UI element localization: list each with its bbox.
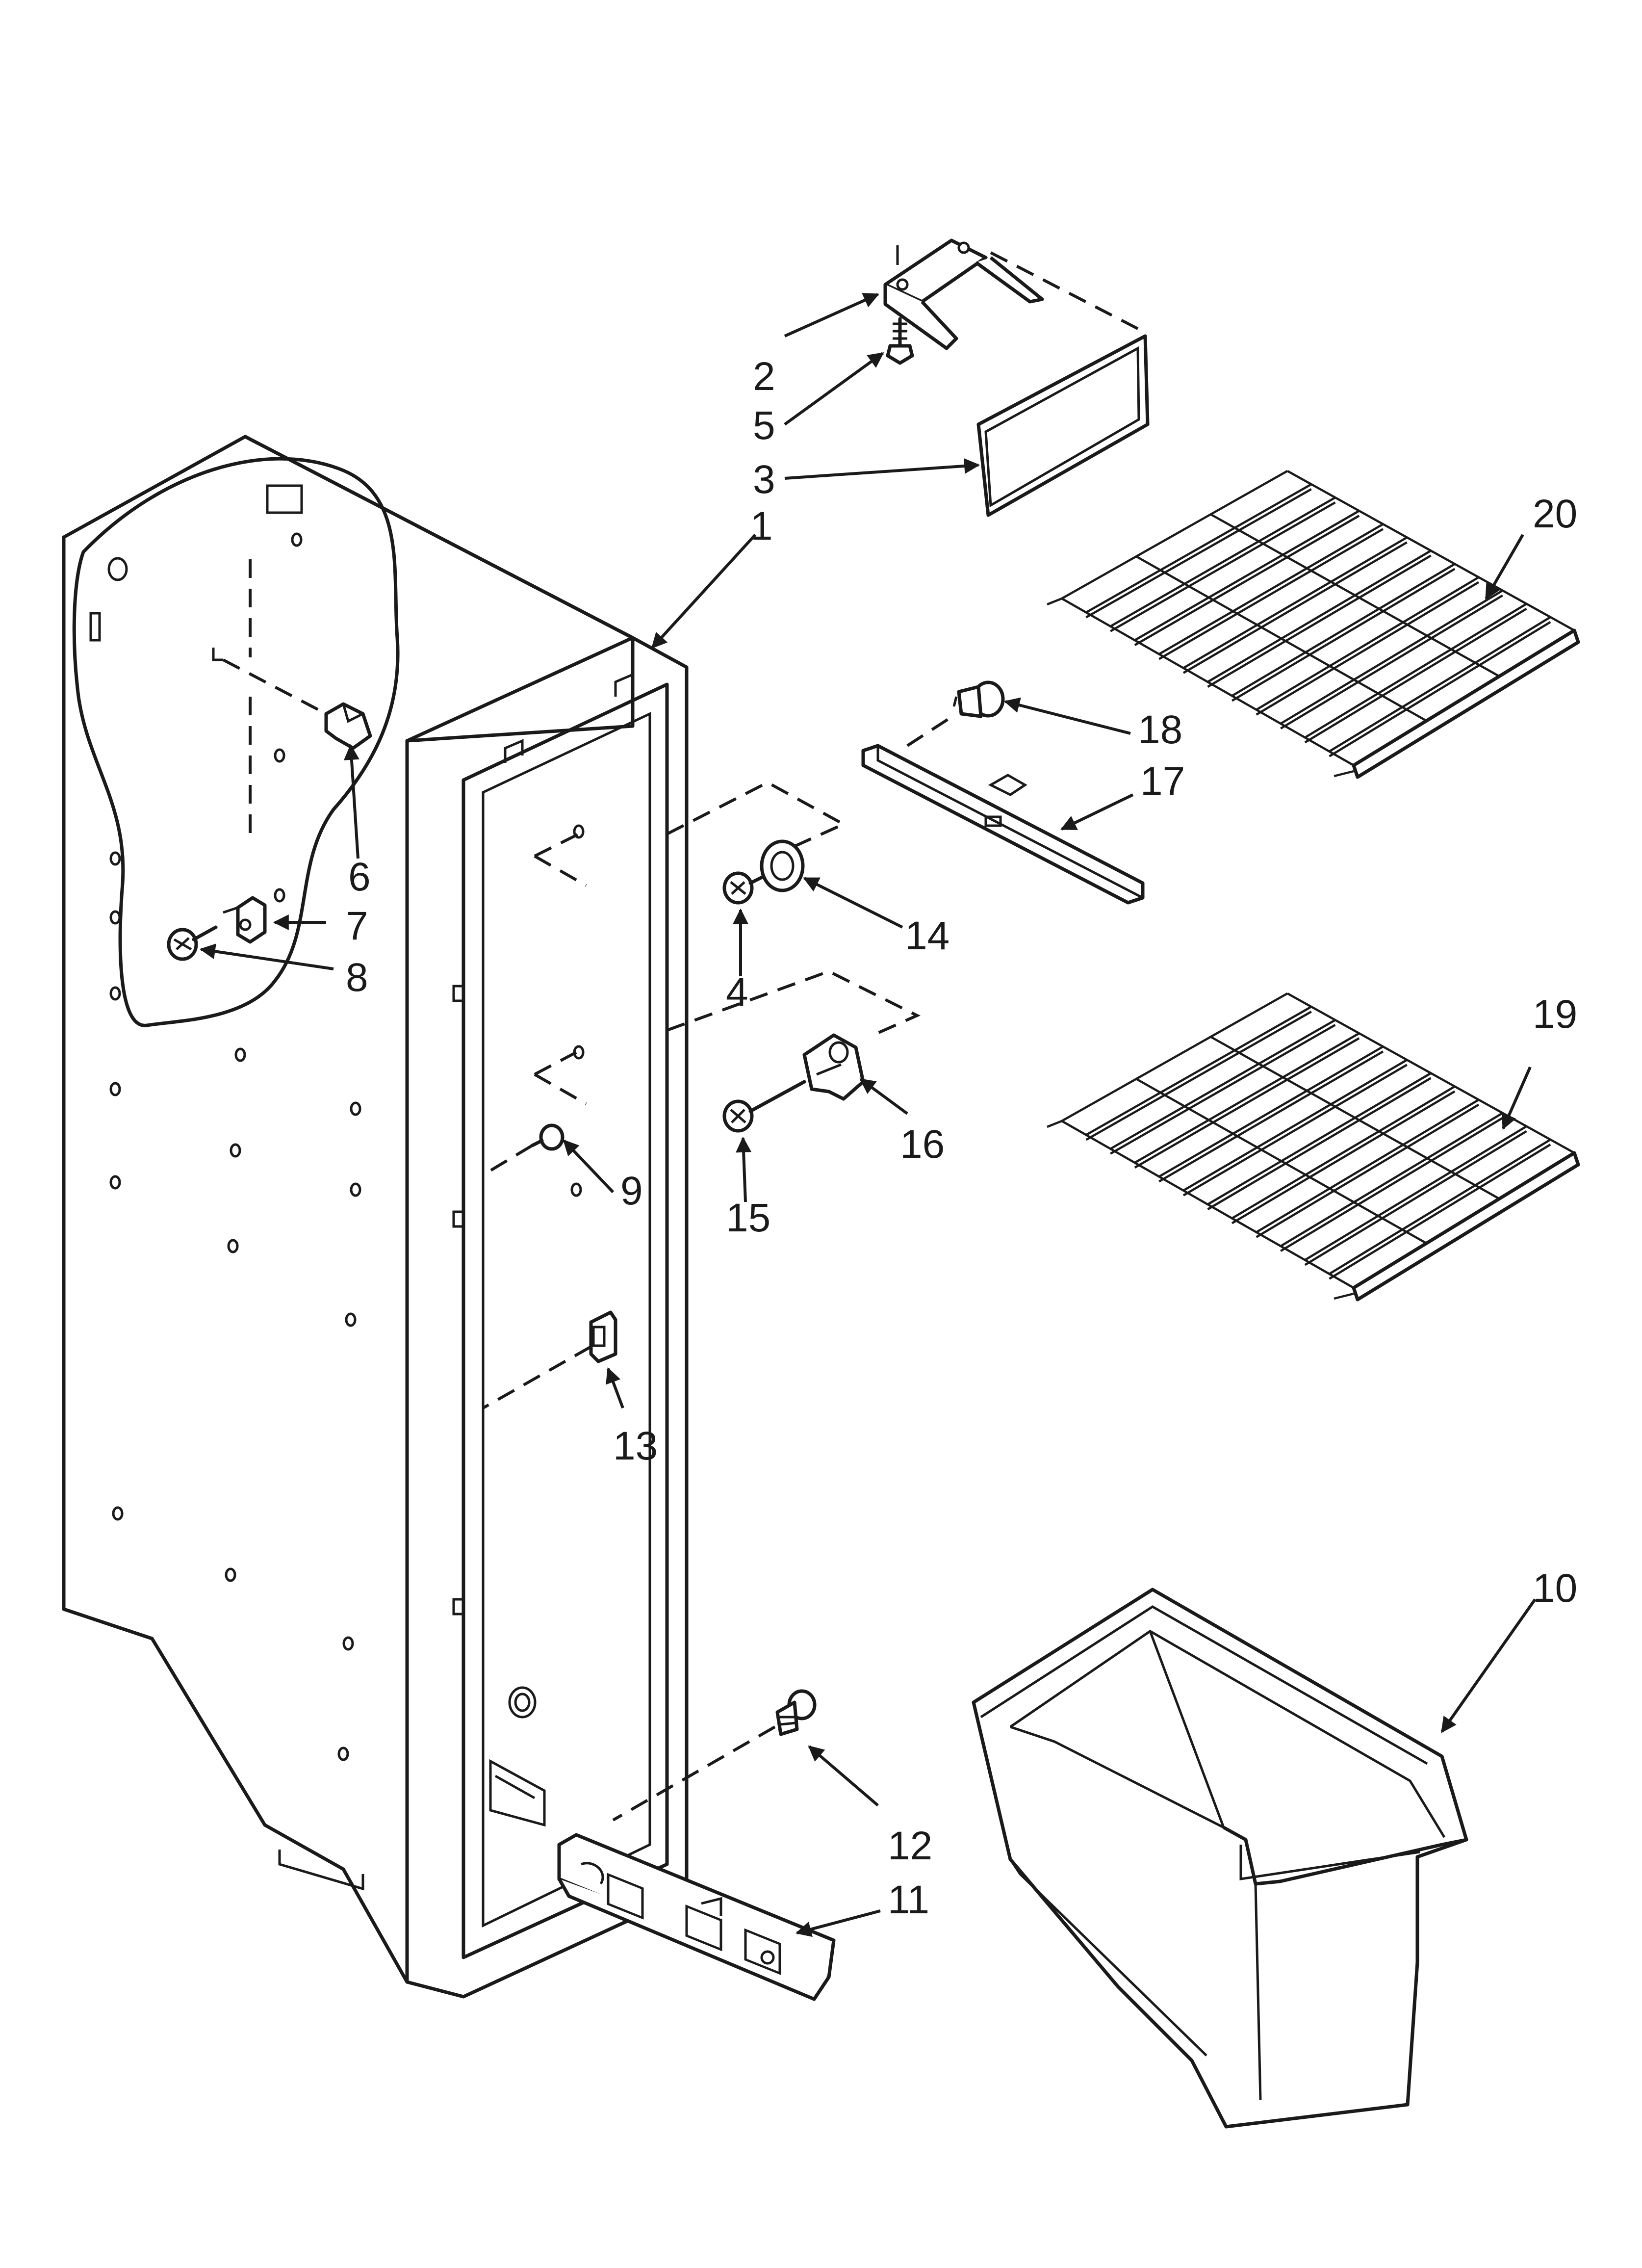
- callout-11: 11: [888, 1877, 929, 1922]
- part-12-screw: [612, 1689, 817, 1822]
- part-15-screw: [722, 1080, 806, 1133]
- part-9-stud: [482, 1123, 564, 1176]
- callout-18: 18: [1138, 707, 1182, 752]
- callout-17: 17: [1140, 759, 1185, 804]
- part-2-shelf-support: [883, 238, 1139, 350]
- callout-3: 3: [753, 457, 775, 502]
- part-8-screw: [167, 925, 218, 961]
- part-17-rail: [861, 712, 1145, 905]
- callout-5: 5: [753, 403, 775, 448]
- callout-12: 12: [888, 1824, 932, 1868]
- part-4-screw: [722, 871, 772, 905]
- part-5-screw: [886, 317, 914, 365]
- callout-2: 2: [753, 354, 775, 399]
- part-16-guide: [802, 1033, 865, 1101]
- callout-6: 6: [348, 855, 371, 899]
- leader-lines: [199, 293, 1537, 1937]
- cabinet-liner: [62, 435, 689, 1999]
- callout-10: 10: [1533, 1566, 1577, 1611]
- callout-7: 7: [346, 904, 368, 948]
- part-3-shelf-frame: [976, 334, 1150, 517]
- callout-16: 16: [900, 1122, 945, 1167]
- callout-1: 1: [750, 504, 773, 548]
- callout-labels: 1 2 5 3 20 18 17 6 7 8 14 4 19 16 9 15 1…: [346, 354, 1577, 1922]
- cabinet-holes: [109, 532, 585, 1761]
- mounting-guides: [534, 781, 921, 1105]
- callout-20: 20: [1533, 492, 1577, 536]
- callout-14: 14: [905, 913, 949, 958]
- part-11-cover: [557, 1833, 836, 2001]
- part-13-switch: [482, 1310, 617, 1409]
- part-6-clip: [324, 702, 372, 750]
- callout-4: 4: [726, 970, 748, 1015]
- callout-19: 19: [1533, 992, 1577, 1037]
- callout-13: 13: [613, 1424, 658, 1468]
- callout-15: 15: [726, 1196, 770, 1240]
- part-19-wire-shelf: [1047, 992, 1580, 1302]
- part-7-bracket: [223, 896, 267, 944]
- part-10-storage-bin: [972, 1588, 1468, 2129]
- callout-9: 9: [620, 1169, 643, 1213]
- cutaway-view: [72, 457, 400, 1027]
- part-14-roller: [760, 839, 805, 892]
- part-20-wire-shelf: [1047, 470, 1580, 779]
- part-18-screw: [952, 680, 1005, 718]
- callout-8: 8: [346, 955, 368, 1000]
